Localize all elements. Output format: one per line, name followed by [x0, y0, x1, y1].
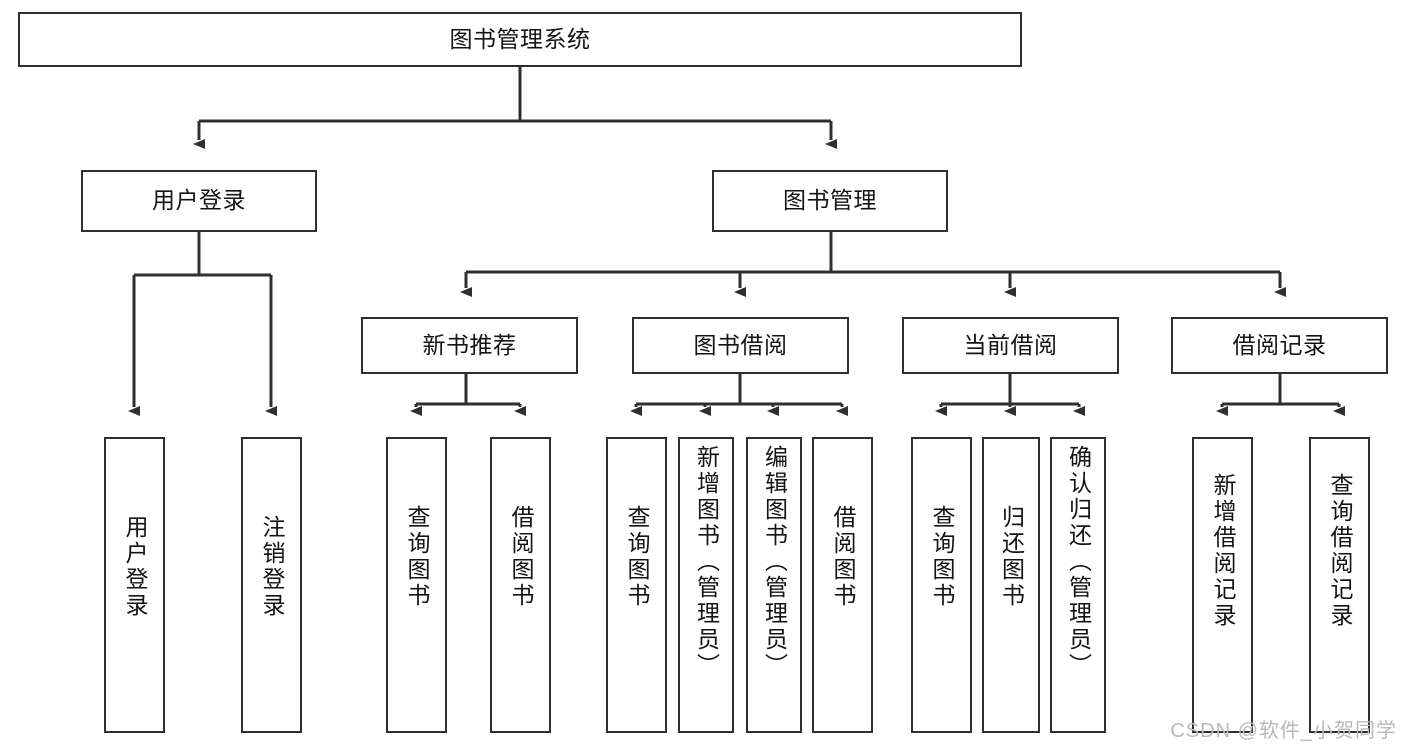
node-leaf-add-book-label: 新增图书（管理员） [693, 445, 720, 679]
node-book-manage[interactable]: 图书管理 [712, 170, 948, 232]
node-book-borrow[interactable]: 图书借阅 [632, 317, 849, 374]
node-leaf-borrow-book-2[interactable]: 借阅图书 [812, 437, 873, 733]
node-leaf-return-book[interactable]: 归还图书 [982, 437, 1040, 733]
node-borrow-record[interactable]: 借阅记录 [1171, 317, 1388, 374]
node-leaf-add-book[interactable]: 新增图书（管理员） [678, 437, 734, 733]
node-root-label: 图书管理系统 [449, 25, 591, 52]
node-leaf-edit-book-label: 编辑图书（管理员） [761, 445, 788, 679]
node-leaf-user-login[interactable]: 用户登录 [104, 437, 165, 733]
node-leaf-query-book-1[interactable]: 查询图书 [386, 437, 447, 733]
node-leaf-query-book-3[interactable]: 查询图书 [911, 437, 972, 733]
node-leaf-confirm-return[interactable]: 确认归还（管理员） [1050, 437, 1106, 733]
node-leaf-query-record[interactable]: 查询借阅记录 [1309, 437, 1370, 733]
node-leaf-borrow-book-1-label: 借阅图书 [508, 505, 534, 609]
node-book-borrow-label: 图书借阅 [693, 331, 788, 358]
node-leaf-confirm-return-label: 确认归还（管理员） [1065, 445, 1092, 679]
node-leaf-borrow-book-2-label: 借阅图书 [830, 505, 856, 609]
node-user-login-label: 用户登录 [152, 187, 246, 214]
node-leaf-user-logout-label: 注销登录 [259, 515, 285, 619]
node-leaf-add-record-label: 新增借阅记录 [1210, 473, 1236, 629]
node-leaf-query-book-2-label: 查询图书 [624, 505, 650, 609]
node-leaf-add-record[interactable]: 新增借阅记录 [1192, 437, 1253, 733]
node-new-book-recommend[interactable]: 新书推荐 [361, 317, 578, 374]
node-leaf-user-login-label: 用户登录 [122, 515, 148, 619]
node-book-manage-label: 图书管理 [783, 187, 877, 214]
node-current-borrow-label: 当前借阅 [963, 331, 1058, 358]
node-borrow-record-label: 借阅记录 [1232, 331, 1327, 358]
node-leaf-query-book-1-label: 查询图书 [404, 505, 430, 609]
node-leaf-borrow-book-1[interactable]: 借阅图书 [490, 437, 551, 733]
watermark-text: CSDN @软件_小贺同学 [1170, 720, 1397, 742]
node-leaf-query-book-2[interactable]: 查询图书 [606, 437, 667, 733]
node-user-login[interactable]: 用户登录 [81, 170, 317, 232]
node-leaf-edit-book[interactable]: 编辑图书（管理员） [746, 437, 802, 733]
node-leaf-user-logout[interactable]: 注销登录 [241, 437, 302, 733]
node-leaf-query-book-3-label: 查询图书 [929, 505, 955, 609]
node-new-book-recommend-label: 新书推荐 [422, 331, 517, 358]
node-root[interactable]: 图书管理系统 [18, 12, 1022, 67]
node-leaf-return-book-label: 归还图书 [998, 505, 1025, 609]
node-current-borrow[interactable]: 当前借阅 [902, 317, 1119, 374]
node-leaf-query-record-label: 查询借阅记录 [1327, 473, 1353, 629]
